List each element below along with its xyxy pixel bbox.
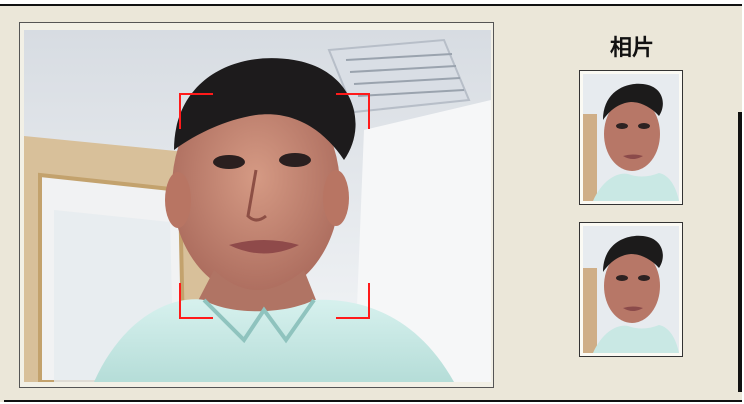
- face-frame-bottom-left: [179, 283, 213, 319]
- face-frame-top-right: [336, 93, 370, 129]
- photo-thumbnail-2[interactable]: [579, 222, 683, 357]
- photo-thumbnail-1[interactable]: [579, 70, 683, 205]
- photo-thumbnail-image: [583, 74, 679, 201]
- window-left-edge: [0, 6, 4, 402]
- photos-title: 相片: [609, 36, 654, 61]
- camera-preview[interactable]: [24, 30, 491, 382]
- top-strip: [0, 0, 744, 4]
- photo-thumbnail-image: [583, 226, 679, 353]
- face-frame-top-left: [179, 93, 213, 129]
- right-panel-edge: [738, 112, 742, 392]
- camera-feed-image: [24, 30, 491, 382]
- face-frame-bottom-right: [336, 283, 370, 319]
